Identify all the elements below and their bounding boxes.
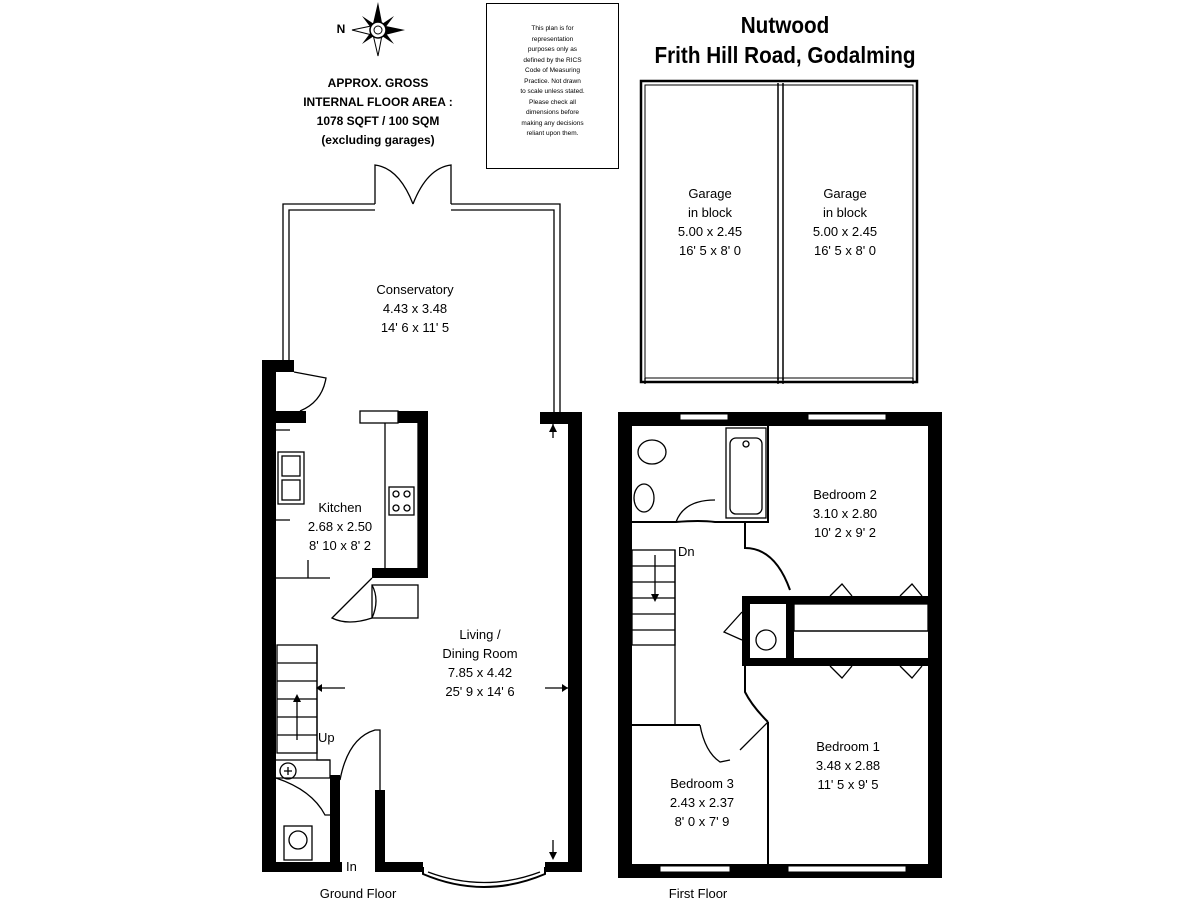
room-metric: 4.43 x 3.48: [382, 301, 448, 316]
room-name: Garage: [823, 186, 867, 201]
floor-name-ground: Ground Floor: [319, 886, 397, 901]
room-name: Bedroom 3: [670, 776, 734, 791]
room-label-garage-2: Garage in block 5.00 x 2.45 16' 5 x 8' 0: [795, 184, 895, 260]
disclaimer-line: representation: [531, 35, 574, 43]
room-imperial: 16' 5 x 8' 0: [678, 243, 742, 258]
floor-name-first: First Floor: [668, 886, 728, 901]
room-metric: 5.00 x 2.45: [677, 224, 743, 239]
disclaimer-line: to scale unless stated.: [520, 88, 585, 95]
floor-area-note: APPROX. GROSS INTERNAL FLOOR AREA : 1078…: [283, 74, 473, 150]
disclaimer-line: Code of Measuring: [525, 67, 580, 74]
room-label-garage-1: Garage in block 5.00 x 2.45 16' 5 x 8' 0: [660, 184, 760, 260]
disclaimer-line: This plan is for: [531, 25, 574, 32]
room-label-bedroom-1: Bedroom 1 3.48 x 2.88 11' 5 x 9' 5: [798, 737, 898, 794]
room-label-living-dining: Living / Dining Room 7.85 x 4.42 25' 9 x…: [420, 625, 540, 701]
room-name: in block: [687, 205, 733, 220]
disclaimer-line: Please check all: [529, 98, 576, 106]
compass-rose-icon: [351, 2, 405, 57]
room-name: Bedroom 1: [816, 739, 880, 754]
room-imperial: 8' 0 x 7' 9: [674, 814, 730, 829]
room-metric: 5.00 x 2.45: [812, 224, 878, 239]
room-imperial: 11' 5 x 9' 5: [817, 777, 879, 792]
ground-floor-plan: [262, 164, 582, 888]
room-metric: 7.85 x 4.42: [447, 665, 513, 680]
room-metric: 2.68 x 2.50: [307, 519, 373, 534]
room-name: Garage: [688, 186, 732, 201]
compass-north-letter: N: [336, 22, 346, 36]
property-name: Nutwood: [740, 12, 830, 38]
disclaimer-line: purposes only as: [527, 46, 578, 53]
first-floor-plan: [618, 412, 942, 878]
room-name: Bedroom 2: [813, 487, 877, 502]
disclaimer-line: Practice. Not drawn: [524, 77, 581, 85]
room-name: Kitchen: [318, 500, 362, 515]
room-label-bedroom-2: Bedroom 2 3.10 x 2.80 10' 2 x 9' 2: [795, 485, 895, 542]
room-imperial: 8' 10 x 8' 2: [308, 538, 372, 553]
disclaimer-line: reliant upon them.: [526, 130, 579, 137]
property-title: Nutwood Frith Hill Road, Godalming: [620, 10, 950, 70]
floor-area-line: INTERNAL FLOOR AREA :: [303, 95, 453, 109]
floor-area-line: (excluding garages): [321, 133, 435, 147]
room-name: in block: [822, 205, 868, 220]
disclaimer-line: making any decisions: [521, 119, 584, 127]
disclaimer-box: This plan is for representation purposes…: [486, 3, 619, 169]
room-metric: 2.43 x 2.37: [669, 795, 735, 810]
room-name: Living /: [459, 627, 501, 642]
room-imperial: 10' 2 x 9' 2: [813, 525, 877, 540]
room-name: Conservatory: [376, 282, 454, 297]
garage-block-plan: [639, 79, 919, 384]
property-address: Frith Hill Road, Godalming: [654, 42, 916, 68]
stairs-up-label: Up: [318, 730, 335, 745]
room-metric: 3.10 x 2.80: [812, 506, 878, 521]
room-label-bedroom-3: Bedroom 3 2.43 x 2.37 8' 0 x 7' 9: [652, 774, 752, 831]
room-imperial: 16' 5 x 8' 0: [813, 243, 877, 258]
disclaimer-line: defined by the RICS: [523, 56, 582, 64]
entrance-in-label: In: [346, 859, 357, 874]
floor-area-line: 1078 SQFT / 100 SQM: [316, 114, 440, 128]
disclaimer-line: dimensions before: [525, 109, 580, 116]
room-name: Dining Room: [442, 646, 518, 661]
stairs-down-label: Dn: [678, 544, 695, 559]
room-metric: 3.48 x 2.88: [815, 758, 881, 773]
floor-area-line: APPROX. GROSS: [327, 76, 429, 90]
room-imperial: 25' 9 x 14' 6: [445, 684, 515, 699]
room-label-kitchen: Kitchen 2.68 x 2.50 8' 10 x 8' 2: [290, 498, 390, 555]
room-label-conservatory: Conservatory 4.43 x 3.48 14' 6 x 11' 5: [340, 280, 490, 337]
room-imperial: 14' 6 x 11' 5: [380, 320, 450, 335]
